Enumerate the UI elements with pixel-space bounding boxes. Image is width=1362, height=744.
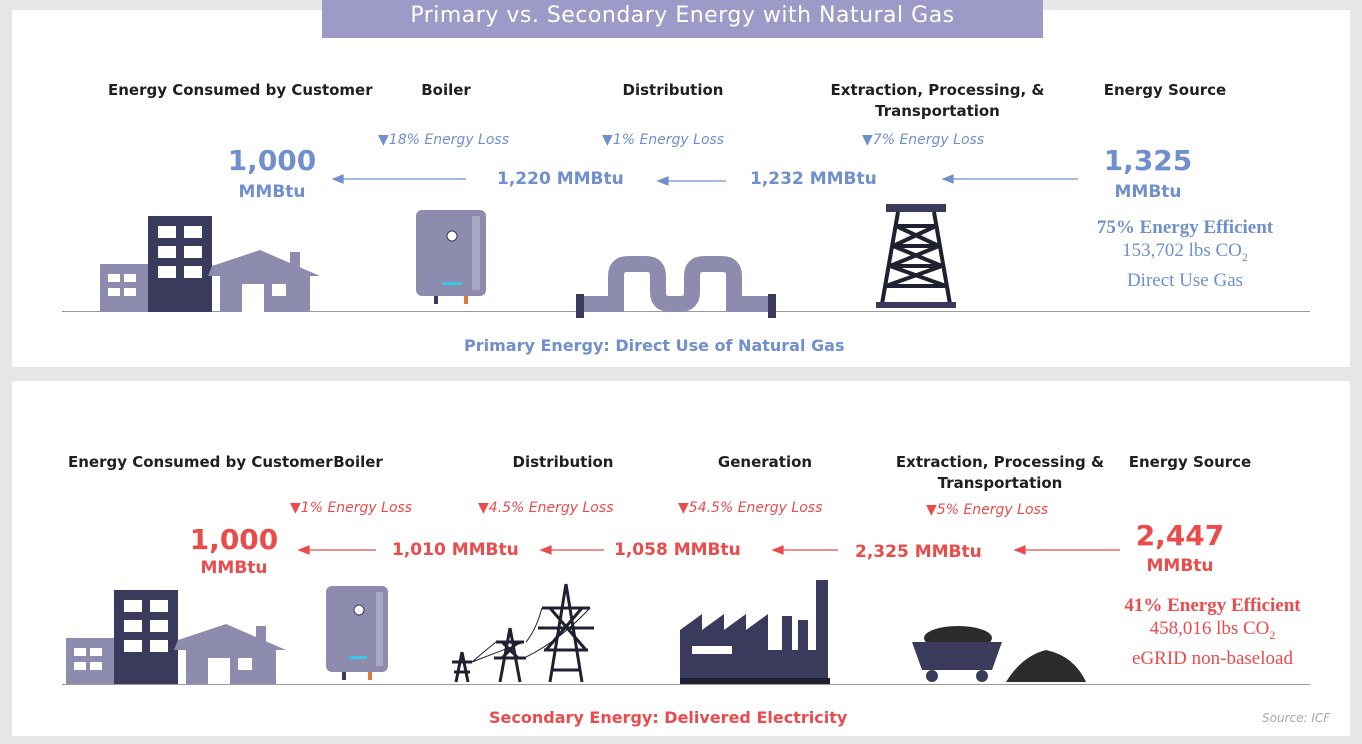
stage-boiler-label: Boiler bbox=[333, 453, 383, 471]
building-house-icon bbox=[66, 590, 286, 684]
arrow-head bbox=[331, 174, 344, 184]
stage-generation-label: Generation bbox=[717, 453, 813, 471]
pipeline-icon bbox=[576, 256, 776, 318]
arrow-head bbox=[656, 176, 669, 186]
source-unit: MMBtu bbox=[1146, 556, 1214, 576]
coal-icon bbox=[912, 626, 1086, 682]
consumed-unit: MMBtu bbox=[200, 558, 268, 578]
boiler-icon bbox=[416, 210, 486, 304]
arrow-head bbox=[941, 174, 954, 184]
diagram-title: Primary vs. Secondary Energy with Natura… bbox=[322, 0, 1043, 38]
loss-boiler: ▼1% Energy Loss bbox=[290, 500, 413, 516]
generation-input-value: 2,325 MMBtu bbox=[855, 542, 982, 562]
primary-efficiency-block: 75% Energy Efficient 153,702 lbs CO2 Dir… bbox=[1060, 216, 1310, 292]
distribution-input-value: 1,232 MMBtu bbox=[750, 169, 877, 189]
stage-source-label: Energy Source bbox=[1128, 453, 1252, 471]
primary-footer: Primary Energy: Direct Use of Natural Ga… bbox=[464, 336, 845, 355]
loss-extraction: ▼5% Energy Loss bbox=[926, 502, 1049, 518]
source-note: Source: ICF bbox=[1262, 711, 1331, 725]
stage-extraction-label: Extraction, Processing, & Transportation bbox=[830, 81, 1045, 120]
boiler-input-value: 1,220 MMBtu bbox=[497, 169, 624, 189]
efficiency-label: 75% Energy Efficient bbox=[1096, 217, 1274, 238]
loss-generation: ▼54.5% Energy Loss bbox=[678, 500, 823, 516]
arrow-head bbox=[771, 545, 784, 555]
stage-distribution-label: Distribution bbox=[622, 81, 724, 99]
building-house-icon bbox=[100, 216, 320, 312]
ground-line bbox=[62, 311, 1310, 312]
method-label: Direct Use Gas bbox=[1126, 269, 1244, 291]
secondary-efficiency-block: 41% Energy Efficient 458,016 lbs CO2 eGR… bbox=[1085, 594, 1340, 670]
oil-derrick-icon bbox=[876, 204, 956, 308]
method-label: eGRID non-baseload bbox=[1132, 647, 1293, 669]
source-value: 1,325 bbox=[1103, 144, 1193, 177]
arrow-head bbox=[539, 545, 552, 555]
arrow-head bbox=[1013, 545, 1026, 555]
stage-consumed-label: Energy Consumed by Customer bbox=[68, 453, 333, 471]
consumed-unit: MMBtu bbox=[238, 182, 306, 202]
stage-extraction-label: Extraction, Processing & Transportation bbox=[895, 453, 1105, 492]
consumed-value: 1,000 bbox=[189, 523, 279, 556]
co2-label: 153,702 lbs CO2 bbox=[1122, 240, 1248, 264]
loss-distribution: ▼4.5% Energy Loss bbox=[478, 500, 614, 516]
distribution-input-value: 1,058 MMBtu bbox=[614, 540, 741, 560]
source-value: 2,447 bbox=[1135, 519, 1225, 552]
stage-consumed-label: Energy Consumed by Customer bbox=[108, 81, 373, 99]
loss-extraction: ▼7% Energy Loss bbox=[862, 132, 985, 148]
co2-label: 458,016 lbs CO2 bbox=[1149, 618, 1276, 642]
loss-distribution: ▼1% Energy Loss bbox=[602, 132, 725, 148]
stage-distribution-label: Distribution bbox=[512, 453, 614, 471]
power-plant-icon bbox=[680, 580, 830, 684]
boiler-input-value: 1,010 MMBtu bbox=[392, 540, 519, 560]
efficiency-label: 41% Energy Efficient bbox=[1124, 595, 1301, 616]
loss-boiler: ▼18% Energy Loss bbox=[378, 132, 510, 148]
boiler-icon bbox=[326, 586, 388, 680]
consumed-value: 1,000 bbox=[227, 144, 317, 177]
arrow-head bbox=[297, 545, 310, 555]
stage-boiler-label: Boiler bbox=[421, 81, 471, 99]
secondary-footer: Secondary Energy: Delivered Electricity bbox=[489, 708, 848, 727]
stage-source-label: Energy Source bbox=[1103, 81, 1227, 99]
ground-line bbox=[62, 684, 1310, 685]
source-unit: MMBtu bbox=[1114, 182, 1182, 202]
primary-arrows bbox=[331, 174, 1078, 186]
power-lines-icon bbox=[452, 583, 594, 683]
